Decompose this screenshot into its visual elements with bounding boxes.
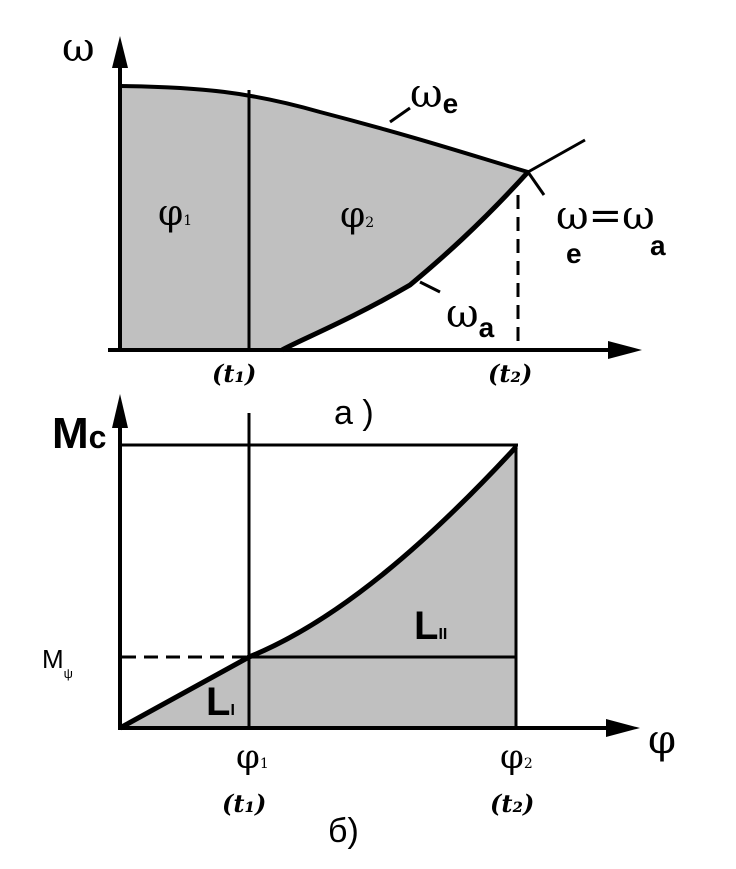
tick-phi1-label: φ1: [236, 737, 269, 777]
y-axis-top-arrow: [112, 36, 128, 68]
curve-omega-e-label: ωe: [410, 71, 459, 119]
level-mpsi-label: Mψ: [42, 644, 73, 681]
tick-t1-bottom: (t₁): [222, 789, 267, 818]
tick-t1-top: (t₁): [212, 359, 257, 388]
caption-a: a ): [334, 394, 374, 432]
curve-omega-a: [280, 170, 530, 353]
x-axis-top-arrow: [608, 341, 642, 359]
tick-phi2-label: φ2: [500, 737, 533, 777]
leader-omega-a: [419, 280, 441, 294]
region-phi-filled: [120, 86, 528, 350]
curve-omega-e-extension: [527, 138, 586, 174]
tick-t2-bottom: (t₂): [490, 789, 535, 818]
y-axis-label-omega: ω: [62, 25, 95, 71]
region-phi1-label: φ1: [158, 193, 193, 234]
area-l2-label: LII: [414, 604, 448, 648]
curve-omega-e: [119, 84, 529, 174]
area-l1-label: LI: [206, 680, 235, 724]
x-axis-label-phi: φ: [648, 717, 677, 763]
curve-omega-a-label: ωa: [446, 291, 495, 343]
area-filled: [120, 447, 516, 728]
caption-b: б): [328, 812, 359, 850]
region-phi2-label: φ2: [340, 195, 375, 236]
y-axis-label-mc: Mc: [52, 409, 107, 458]
equality-label: ω=ω: [556, 193, 655, 239]
equality-right-sub: a: [650, 230, 666, 261]
x-axis-bottom-arrow: [606, 719, 640, 737]
curve-omega-a-tick: [526, 171, 546, 196]
curve-mc: [118, 445, 518, 731]
equality-left-sub: e: [566, 238, 582, 269]
y-axis-bottom-arrow: [112, 394, 128, 428]
leader-omega-e: [389, 106, 411, 124]
tick-t2-top: (t₂): [488, 359, 533, 388]
